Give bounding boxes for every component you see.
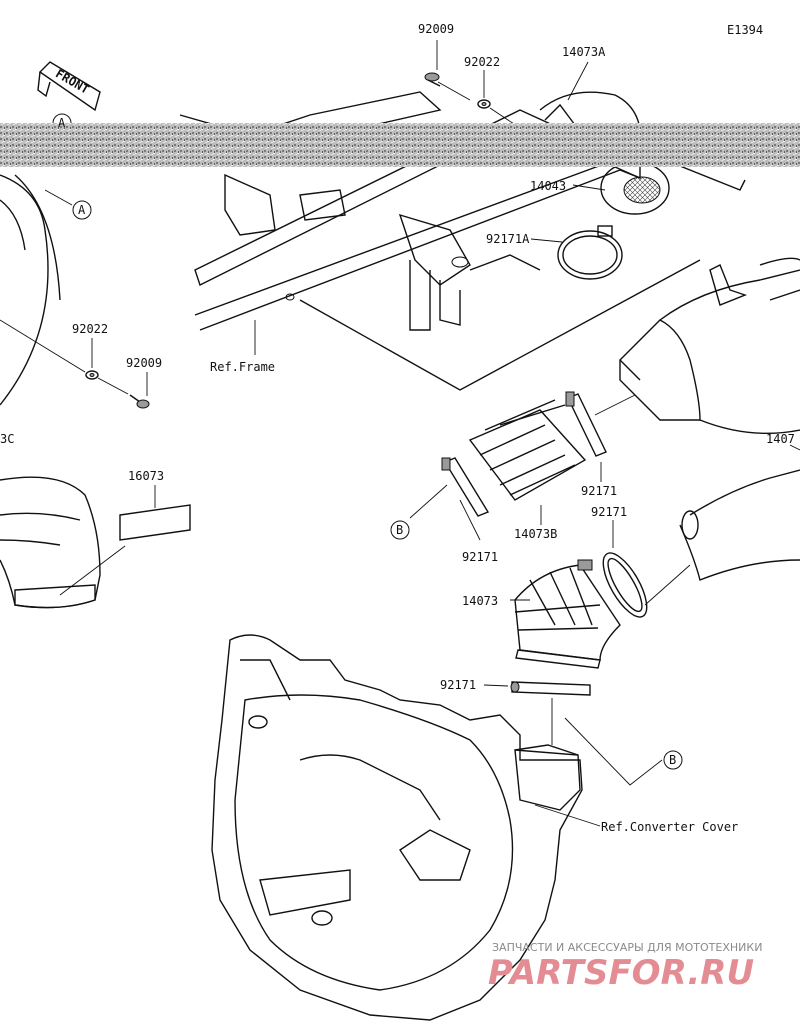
frame-part <box>179 91 701 391</box>
duct-3c <box>0 476 101 609</box>
scan-noise-band <box>0 123 800 167</box>
part-label-92171-left: 92171 <box>462 550 498 564</box>
part-label-14043: 14043 <box>530 179 566 193</box>
callout-b-left <box>390 520 410 540</box>
joint-14073 <box>514 559 621 669</box>
watermark-tagline: ЗАПЧАСТИ И АКСЕССУАРЫ ДЛЯ МОТОТЕХНИКИ <box>492 941 762 954</box>
label-16073-sticker <box>119 504 191 541</box>
part-label-92171a: 92171A <box>486 232 530 246</box>
callout-b-right-letter: B <box>669 753 676 767</box>
callout-a-mid-letter: A <box>78 203 86 217</box>
washer-92022-top <box>477 99 491 109</box>
ref-converter-cover-label: Ref.Converter Cover <box>601 820 738 834</box>
callout-a-top-letter: A <box>58 116 66 130</box>
watermark-brand: PARTSFOR.RU <box>488 953 754 993</box>
clamp-92171-bottom <box>510 681 591 696</box>
ref-frame-label: Ref.Frame <box>210 360 275 374</box>
clamp-92171-right <box>565 391 607 457</box>
clamp-92171-mid <box>602 552 648 618</box>
part-label-92171-bottom: 92171 <box>440 678 476 692</box>
part-label-14073b: 14073B <box>514 527 557 541</box>
part-label-16073: 16073 <box>128 469 164 483</box>
boot-14073b <box>468 399 587 501</box>
part-label-14073a: 14073A <box>562 45 606 59</box>
front-arrow-badge: FRONT <box>37 61 101 112</box>
part-label-92022-top: 92022 <box>464 55 500 69</box>
part-label-92171-mid: 92171 <box>591 505 627 519</box>
part-label-1407: 1407 <box>766 432 795 446</box>
callout-b-left-letter: B <box>396 523 403 537</box>
clamp-92171a <box>557 225 623 280</box>
washer-92022-left <box>85 370 99 380</box>
callout-b-right <box>663 750 683 770</box>
part-label-92009-top: 92009 <box>418 22 454 36</box>
part-label-14073: 14073 <box>462 594 498 608</box>
clamp-92171-left <box>441 457 490 517</box>
duct-1407 <box>679 469 800 581</box>
callout-a-mid <box>72 200 92 220</box>
diagram-code: E1394 <box>727 23 763 37</box>
front-badge-text: FRONT <box>53 66 91 96</box>
bolt-92009-top <box>424 72 441 87</box>
left-duct-part <box>0 174 61 406</box>
part-label-3c: 3C <box>0 432 14 446</box>
bolt-92009-left <box>129 394 150 409</box>
converter-cover <box>211 634 583 1021</box>
airbox-right <box>619 257 800 435</box>
part-label-92171-right: 92171 <box>581 484 617 498</box>
part-label-92009-left: 92009 <box>126 356 162 370</box>
part-label-92022-left: 92022 <box>72 322 108 336</box>
